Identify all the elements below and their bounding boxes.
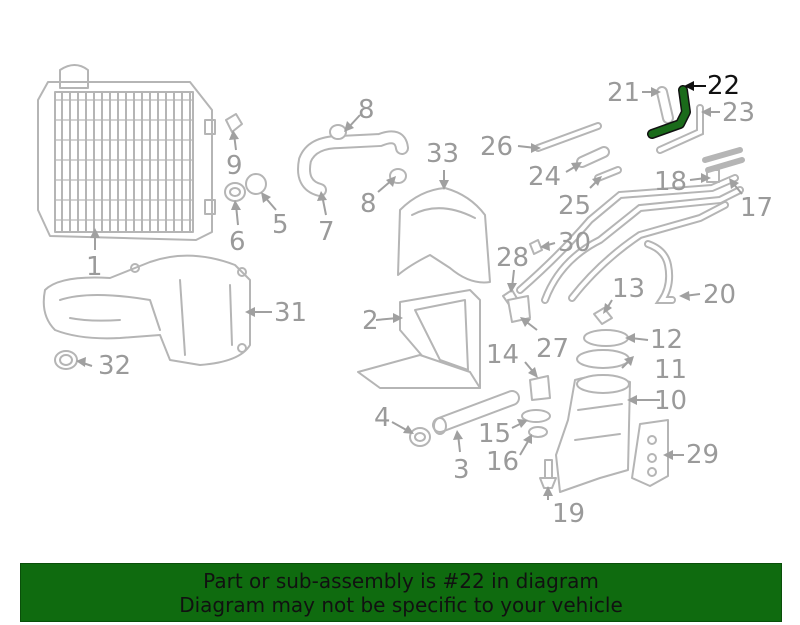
- callout-33: 33: [426, 139, 459, 169]
- callout-14: 14: [486, 340, 519, 370]
- banner-line-part: Part or sub-assembly is #22 in diagram: [203, 568, 599, 593]
- part-16-oring[interactable]: [528, 426, 548, 438]
- callout-10: 10: [654, 386, 687, 416]
- callout-7: 7: [318, 217, 335, 247]
- callout-27: 27: [536, 334, 569, 364]
- part-29-panel[interactable]: [631, 419, 669, 487]
- callout-13: 13: [612, 274, 645, 304]
- part-22-hose-highlighted[interactable]: [647, 85, 691, 139]
- callout-9: 9: [226, 151, 243, 181]
- callout-17: 17: [740, 193, 773, 223]
- part-13-plug[interactable]: [593, 307, 613, 325]
- callout-21: 21: [607, 78, 640, 108]
- callout-8-lower: 8: [360, 189, 377, 219]
- banner-line-disclaimer: Diagram may not be specific to your vehi…: [179, 592, 623, 617]
- part-9-clip[interactable]: [225, 113, 243, 133]
- part-20-hose[interactable]: [644, 240, 676, 304]
- callout-15: 15: [478, 419, 511, 449]
- part-17-pipe[interactable]: [702, 147, 745, 173]
- part-6-clamp[interactable]: [224, 182, 246, 202]
- part-5-hose[interactable]: [245, 107, 315, 195]
- part-7-hose[interactable]: [297, 130, 409, 197]
- callout-2: 2: [362, 306, 379, 336]
- part-14-valve[interactable]: [529, 375, 551, 401]
- part-31-duct[interactable]: [42, 254, 251, 366]
- part-18-pipe-assembly[interactable]: [516, 169, 744, 304]
- callout-26: 26: [480, 132, 513, 162]
- callout-8-upper: 8: [358, 95, 375, 125]
- callout-29: 29: [686, 440, 719, 470]
- callout-12: 12: [650, 325, 683, 355]
- part-24-hose[interactable]: [576, 146, 610, 168]
- callout-6: 6: [229, 227, 246, 257]
- callout-3: 3: [453, 455, 470, 485]
- callout-11: 11: [654, 355, 687, 385]
- part-3-pipe[interactable]: [432, 390, 520, 435]
- part-info-banner: Part or sub-assembly is #22 in diagram D…: [20, 563, 782, 622]
- callout-30: 30: [558, 228, 591, 258]
- part-2-bracket[interactable]: [357, 289, 481, 389]
- callout-18: 18: [654, 167, 687, 197]
- callout-23: 23: [722, 98, 755, 128]
- part-21-hose[interactable]: [656, 86, 674, 124]
- part-4-clamp[interactable]: [409, 427, 431, 447]
- part-30-clip[interactable]: [529, 239, 543, 255]
- part-8-clamp-upper[interactable]: [329, 124, 347, 140]
- callout-19: 19: [552, 499, 585, 529]
- part-26-pipe[interactable]: [534, 122, 602, 152]
- callout-28: 28: [496, 243, 529, 273]
- callout-25: 25: [558, 191, 591, 221]
- callout-numbers: 1 2 3 4 5 6 7 8 8 9 10 11 12 13 14 15 16…: [86, 71, 773, 529]
- callout-24: 24: [528, 162, 561, 192]
- callout-16: 16: [486, 447, 519, 477]
- leader-lines: [76, 81, 743, 500]
- part-1-radiator[interactable]: [37, 64, 216, 241]
- parts-diagram: 1 2 3 4 5 6 7 8 8 9 10 11 12 13 14 15 16…: [37, 64, 773, 529]
- part-32-plug[interactable]: [54, 350, 78, 370]
- part-19-sensor[interactable]: [539, 459, 557, 489]
- part-27-valve[interactable]: [507, 295, 531, 323]
- part-33-shield[interactable]: [397, 187, 491, 284]
- callout-1: 1: [86, 252, 103, 282]
- callout-5: 5: [272, 210, 289, 240]
- callout-20: 20: [703, 280, 736, 310]
- part-23-hose[interactable]: [656, 104, 704, 154]
- callout-4: 4: [374, 403, 391, 433]
- part-11-gasket[interactable]: [576, 349, 630, 369]
- callout-22: 22: [707, 71, 740, 101]
- part-10-reservoir[interactable]: [555, 374, 631, 493]
- callout-31: 31: [274, 298, 307, 328]
- callout-32: 32: [98, 351, 131, 381]
- part-15-seal[interactable]: [521, 409, 551, 423]
- part-12-cap[interactable]: [583, 329, 629, 347]
